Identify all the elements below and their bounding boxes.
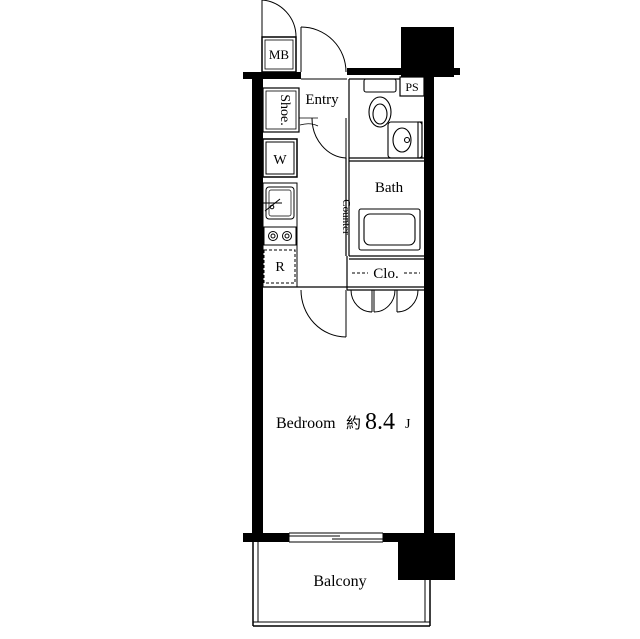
meter-box: MB (261, 36, 297, 73)
shoe-cabinet-label: Shoe. (277, 94, 292, 126)
bedroom-size-prefix: 約 (346, 415, 361, 432)
washer-space: W (262, 138, 298, 178)
bedroom-size-value: 8.4 (365, 409, 395, 435)
shoe-cabinet: Shoe. (262, 87, 300, 133)
refrigerator-label: R (275, 260, 285, 275)
closet-label: Clo. (373, 266, 398, 282)
toilet-icon (363, 78, 397, 128)
sink-icon (263, 186, 295, 220)
bathtub-icon (358, 208, 421, 251)
door-swing-icon (261, 0, 297, 38)
meter-box-label: MB (269, 47, 290, 62)
door-swing-icon (300, 289, 347, 338)
window-icon (288, 532, 384, 543)
washbasin-icon (387, 121, 423, 159)
door-swing-icon (350, 289, 419, 313)
entrance-door (300, 26, 347, 80)
bath-label: Bath (375, 180, 404, 196)
column-bottom-right (398, 533, 455, 580)
entry-step (299, 117, 319, 127)
refrigerator-space: R (263, 249, 296, 284)
pipe-space-label: PS (405, 80, 418, 94)
entry-label: Entry (305, 92, 339, 108)
closet: Clo. (352, 266, 420, 282)
balcony-label: Balcony (313, 573, 366, 590)
pipe-space: PS (399, 76, 425, 97)
exterior-walls (243, 68, 460, 542)
gas-stove-icon (263, 226, 297, 246)
door-swing-icon (311, 117, 347, 159)
bedroom-label: Bedroom (276, 415, 336, 432)
balcony-area (252, 542, 431, 627)
counter-label: Counter (340, 199, 352, 235)
bedroom-size-unit: J (405, 417, 411, 432)
washer-label: W (273, 153, 287, 168)
